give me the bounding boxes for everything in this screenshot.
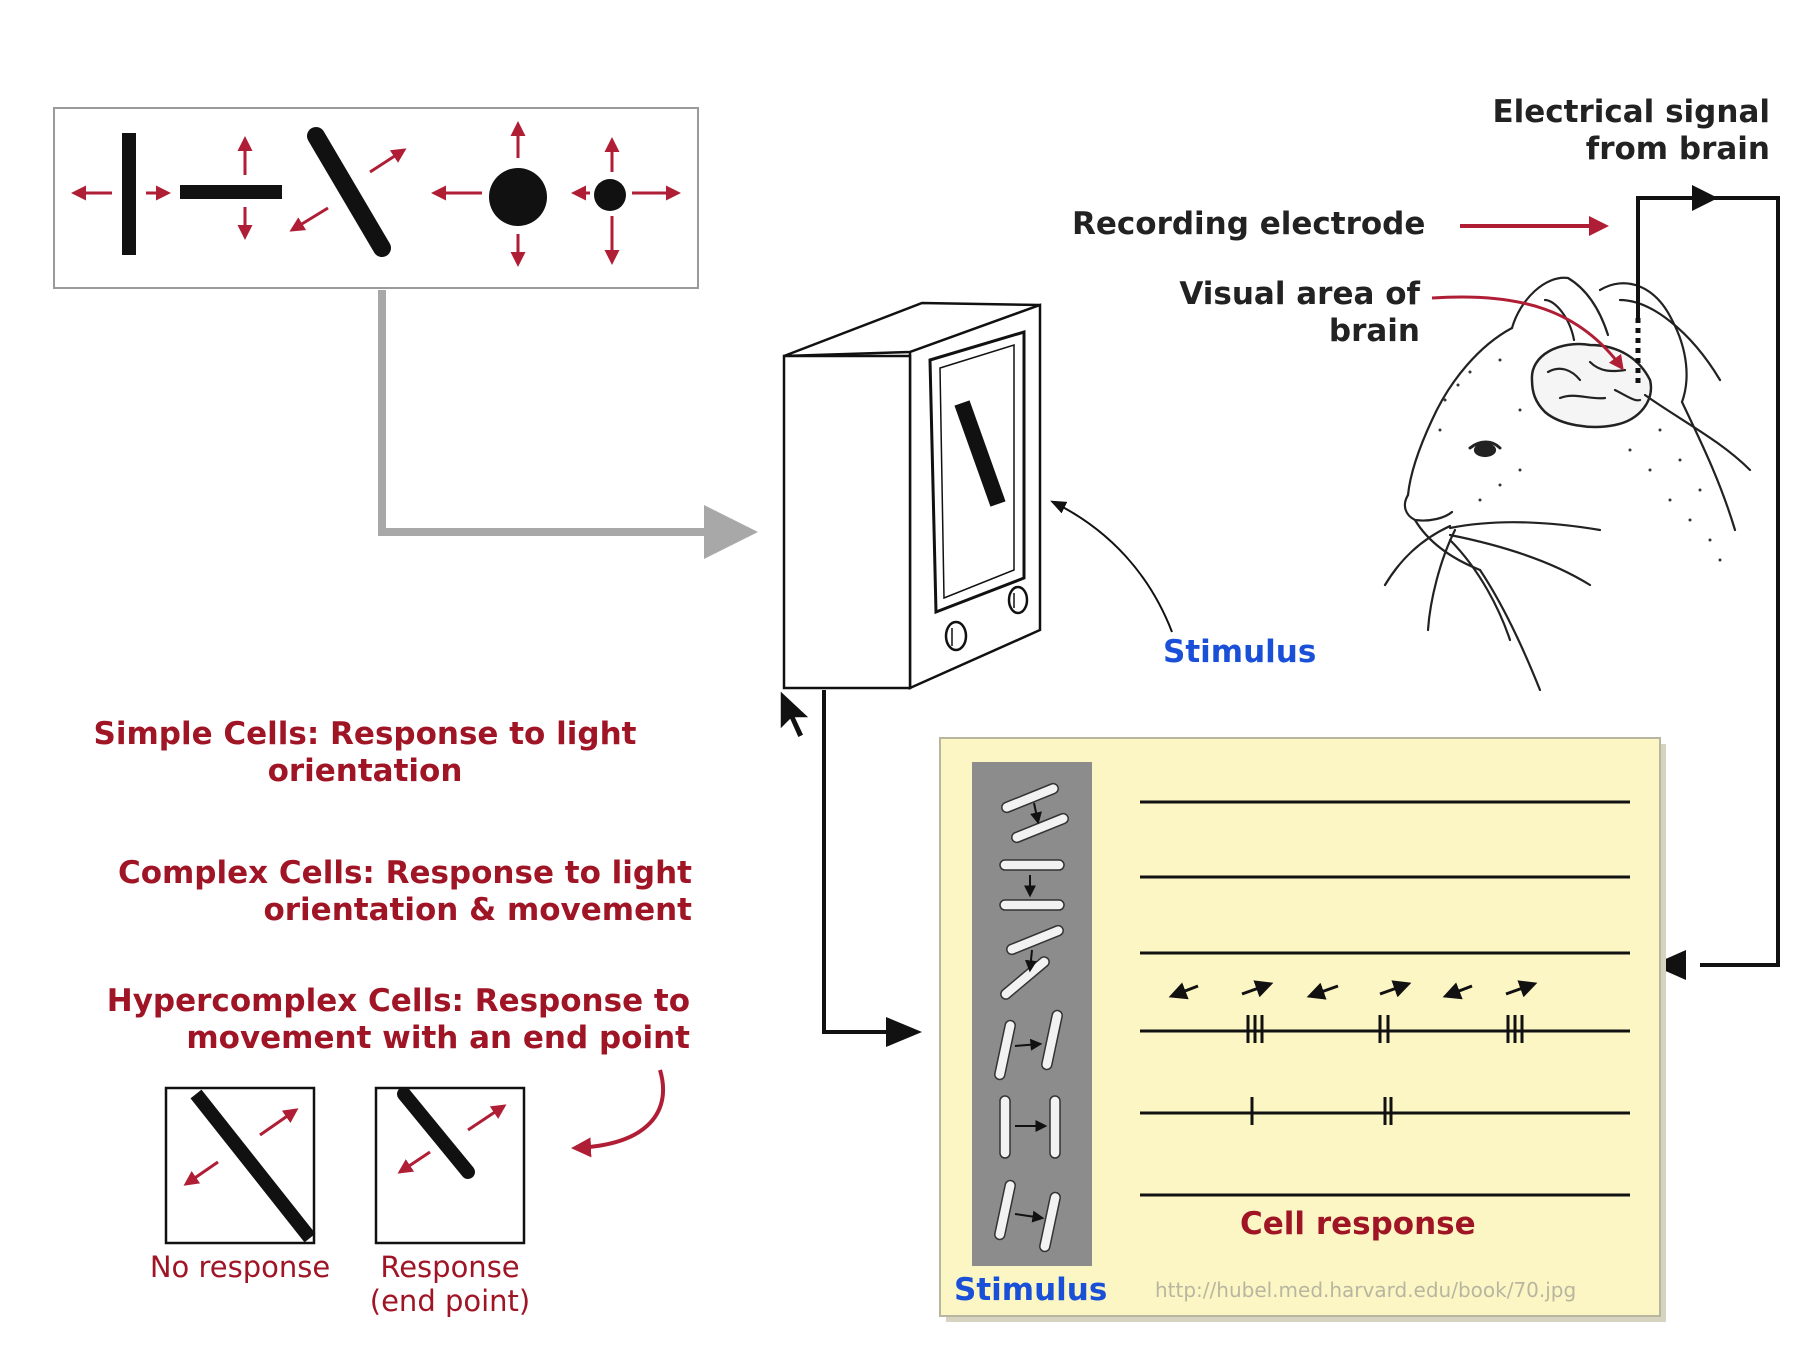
crt-monitor-icon: [782, 301, 1042, 690]
mouse-pointer-icon: [779, 688, 812, 740]
stimulus-strip: [972, 762, 1092, 1266]
visual-area-label: Visual area of brain: [1179, 276, 1420, 349]
cell-response-label: Cell response: [1240, 1206, 1476, 1242]
electrical-signal-label: Electrical signal from brain: [1492, 94, 1770, 167]
horizontal-bar-shape: [180, 185, 282, 199]
arrow-down-left-icon: [289, 206, 329, 232]
stimulus-movement-arrows: [1014, 802, 1048, 1223]
cat-head-icon: [1383, 276, 1752, 692]
gray-connector-arrow: [378, 290, 758, 559]
stimulus-pointer-line: [1050, 500, 1173, 633]
response-end-point-label: Response (end point): [369, 1250, 531, 1319]
no-response-box: [164, 1086, 316, 1245]
stimulus-panel-label: Stimulus: [954, 1272, 1108, 1308]
response-end-point-box: [374, 1086, 526, 1245]
stimulus-bars: [994, 782, 1069, 1253]
large-dot-shape: [489, 168, 547, 226]
diagonal-bar-shape: [307, 127, 391, 257]
stimulus-shapes-box: [53, 107, 699, 289]
monitor-to-panel-path: [822, 690, 922, 1047]
cat-fur-texture: [1438, 358, 1722, 562]
arrow-down-left-icon: [183, 1160, 219, 1186]
stimulus-label: Stimulus: [1163, 634, 1317, 670]
arrow-up-right-icon: [467, 1104, 507, 1132]
arrow-down-left-icon: [397, 1150, 431, 1174]
visual-area-arrow: [1431, 295, 1624, 371]
arrow-up-right-icon: [259, 1108, 299, 1137]
simple-cells-label: Simple Cells: Response to light orientat…: [93, 716, 637, 789]
response-traces: [1140, 800, 1630, 1197]
arrow-up-right-icon: [369, 148, 407, 174]
source-url-text: http://hubel.med.harvard.edu/book/70.jpg: [1155, 1278, 1577, 1302]
response-panel: [939, 737, 1666, 1322]
spike-train-weak: [1250, 1097, 1393, 1125]
hypercomplex-curved-arrow: [571, 1069, 666, 1158]
recording-electrode-label: Recording electrode: [1072, 206, 1426, 242]
spike-train-complex: [1246, 1015, 1524, 1043]
complex-cells-label: Complex Cells: Response to light orienta…: [117, 855, 692, 928]
small-dot-shape: [594, 179, 626, 211]
vertical-bar-shape: [122, 133, 136, 255]
no-response-label: No response: [149, 1250, 331, 1284]
electrical-signal-path: [1636, 185, 1780, 980]
hypercomplex-cells-label: Hypercomplex Cells: Response to movement…: [106, 983, 690, 1056]
movement-direction-arrows: [1168, 980, 1538, 1000]
